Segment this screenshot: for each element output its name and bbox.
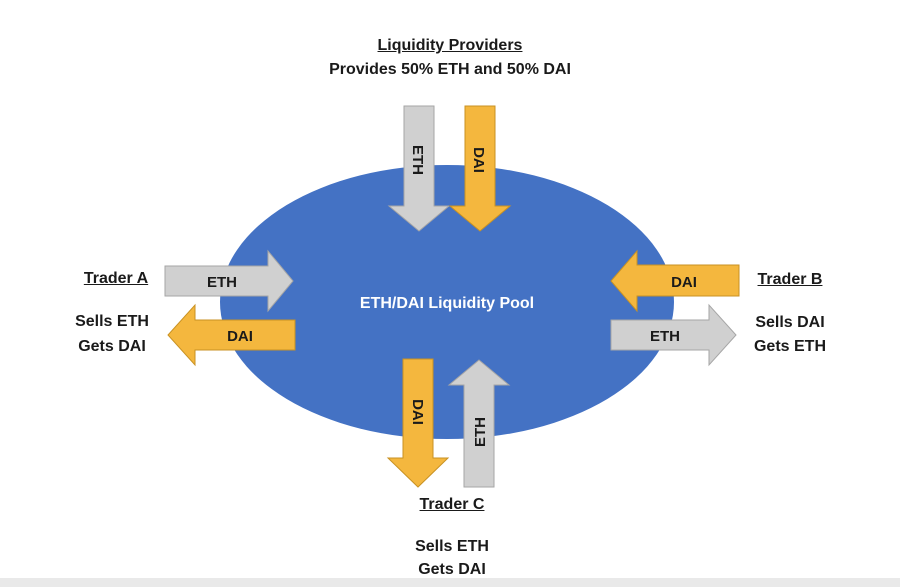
liquidity-providers-subtitle: Provides 50% ETH and 50% DAI bbox=[329, 61, 571, 78]
trader-a-line2: Gets DAI bbox=[78, 338, 146, 355]
trader-a-eth-arrow: ETH bbox=[164, 249, 294, 313]
liquidity-pool-ellipse bbox=[220, 165, 674, 439]
trader-b-eth-arrow: ETH bbox=[610, 303, 737, 367]
trader-c-line2: Gets DAI bbox=[418, 561, 486, 578]
trader-b-line2: Gets ETH bbox=[753, 338, 826, 355]
lp-dai-arrow-label: DAI bbox=[470, 147, 487, 173]
trader-a-title: Trader A bbox=[83, 270, 149, 287]
trader-c-title: Trader C bbox=[419, 496, 485, 513]
lp-eth-arrow: ETH bbox=[387, 105, 451, 232]
trader-c-line1: Sells ETH bbox=[415, 538, 489, 555]
trader-a-eth-arrow-label: ETH bbox=[207, 274, 237, 291]
trader-b-dai-arrow-label: DAI bbox=[671, 274, 697, 291]
trader-b-line1: Sells DAI bbox=[755, 314, 825, 331]
pool-label: ETH/DAI Liquidity Pool bbox=[360, 295, 534, 312]
trader-a-dai-arrow: DAI bbox=[167, 303, 296, 367]
trader-b-dai-arrow: DAI bbox=[610, 249, 740, 313]
trader-c-eth-arrow: ETH bbox=[447, 359, 511, 488]
trader-a-line1: Sells ETH bbox=[75, 313, 149, 330]
trader-c-dai-arrow: DAI bbox=[386, 358, 450, 488]
liquidity-providers-title: Liquidity Providers bbox=[377, 37, 523, 54]
lp-eth-arrow-label: ETH bbox=[409, 145, 426, 175]
trader-b-title: Trader B bbox=[757, 271, 823, 288]
bottom-strip bbox=[0, 578, 900, 587]
lp-dai-arrow: DAI bbox=[448, 105, 512, 232]
trader-c-eth-arrow-label: ETH bbox=[472, 417, 489, 447]
trader-a-dai-arrow-label: DAI bbox=[227, 328, 253, 345]
trader-b-eth-arrow-label: ETH bbox=[650, 328, 680, 345]
trader-c-dai-arrow-label: DAI bbox=[409, 399, 426, 425]
